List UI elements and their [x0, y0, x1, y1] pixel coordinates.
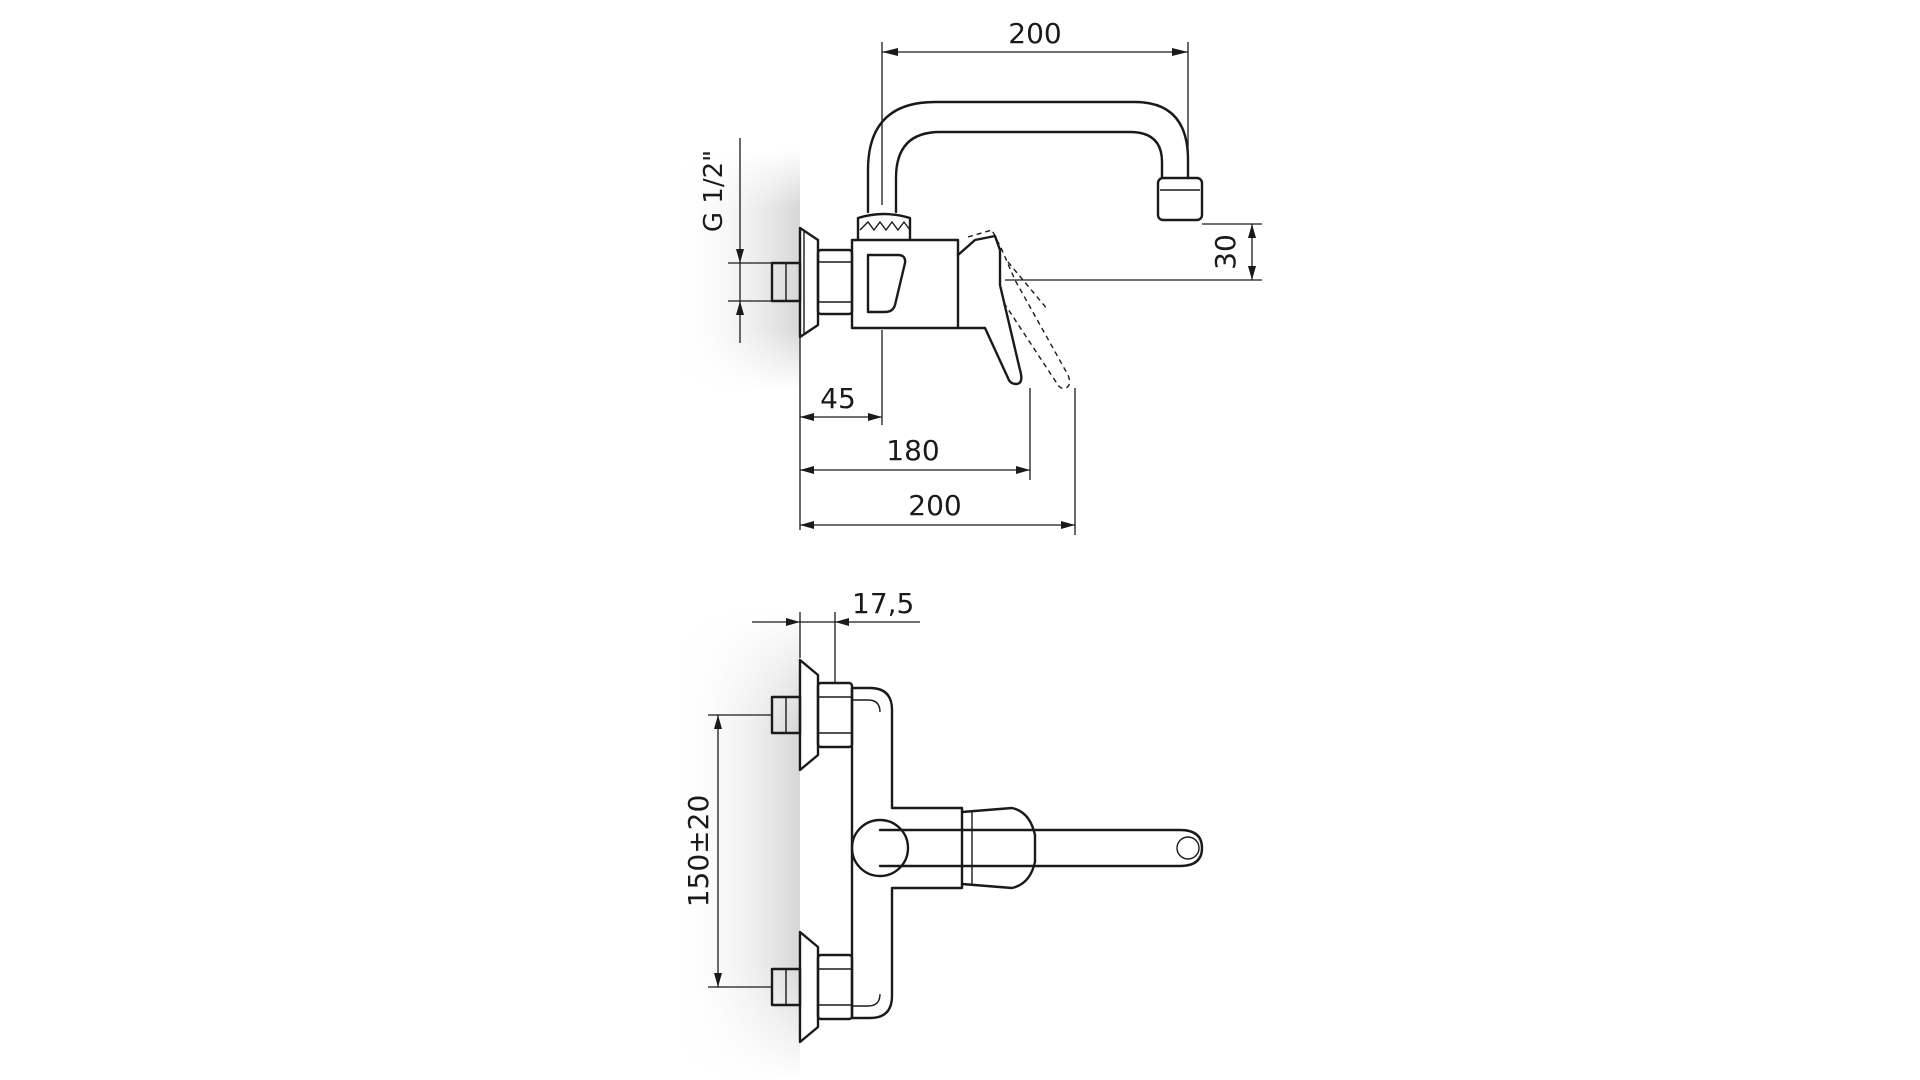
dim-total-depth: 200: [800, 388, 1076, 535]
dim-body-offset-label: 45: [820, 382, 856, 415]
dim-inlet-offset: 17,5: [752, 587, 920, 683]
dim-inlet-offset-label: 17,5: [852, 587, 914, 620]
lever-base-top: [960, 806, 1037, 890]
mixer-body-top: [850, 686, 964, 1020]
aerator: [1156, 176, 1204, 222]
dim-thread: G 1/2": [699, 138, 772, 343]
wall-shadow-top: [670, 610, 800, 1080]
lever-open-dashed: [967, 229, 1071, 390]
spout-tube: [866, 100, 1190, 214]
dim-outlet-height: 30: [1005, 223, 1262, 281]
dim-spout-reach-label: 200: [1008, 17, 1061, 50]
dim-body-offset: 45: [799, 330, 883, 530]
lever-closed: [956, 234, 1023, 386]
dim-inlet-spacing: 150±20: [682, 714, 772, 988]
side-view: 200 G 1/2" 30 45: [670, 17, 1262, 535]
dim-lever-depth: 180: [800, 388, 1031, 480]
dim-total-depth-label: 200: [908, 489, 961, 522]
dim-lever-depth-label: 180: [886, 434, 939, 467]
wall-flange-side: [798, 226, 820, 339]
dim-thread-label: G 1/2": [699, 150, 729, 232]
top-view: 17,5 150±20: [670, 587, 1204, 1080]
lever-handle-top: [850, 818, 1204, 878]
dim-outlet-height-label: 30: [1209, 234, 1242, 270]
inlet-stub-side: [770, 261, 802, 303]
dim-spout-reach: 200: [881, 17, 1189, 205]
mixer-body-side: [850, 238, 960, 330]
hex-nut-side: [816, 248, 854, 316]
wall-shadow-side: [670, 150, 800, 390]
dim-inlet-spacing-label: 150±20: [682, 795, 715, 908]
spout-collar: [856, 212, 912, 242]
